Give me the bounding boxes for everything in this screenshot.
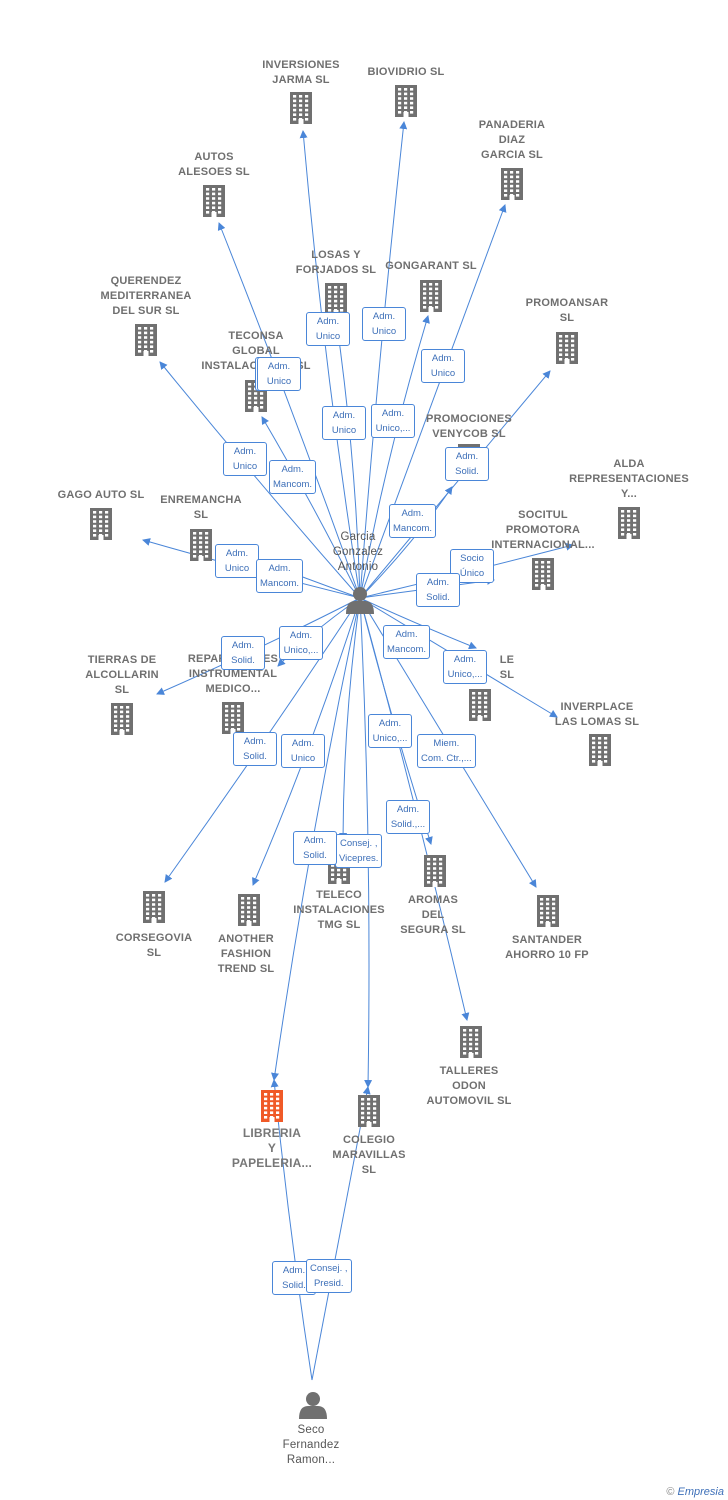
building-icon[interactable] [424,855,446,887]
edge-label-garcia-gongarant[interactable]: Adm. Unico,... [371,404,415,438]
edge-garcia-autos [217,222,361,599]
building-icon[interactable] [358,1095,380,1127]
edge-label-garcia-socitul[interactable]: Socio Único [450,549,494,583]
footer-brand: © Empresia [666,1486,724,1498]
node-label-biovidrio[interactable]: BIOVIDRIO SL [367,66,445,78]
node-label-seco[interactable]: Seco Fernandez Ramon... [282,1424,340,1466]
node-label-tierras[interactable]: TIERRAS DE ALCOLLARIN SL [85,654,159,696]
edge-garcia-venycob [359,486,453,599]
building-icon[interactable] [135,324,157,356]
building-icon[interactable] [501,168,523,200]
node-label-inverplace[interactable]: INVERPLACE LAS LOMAS SL [554,701,640,728]
node-label-panaderia[interactable]: PANADERIA DIAZ GARCIA SL [478,119,546,161]
node-label-venycob[interactable]: PROMOCIONES VENYCOB SL [426,413,512,440]
edge-label-garcia-corsegovia[interactable]: Adm. Solid. [233,732,277,766]
node-label-enremancha[interactable]: ENREMANCHA SL [160,494,242,521]
edge-label-garcia-talleres[interactable]: Adm. Solid.,... [386,800,430,834]
building-icon[interactable] [589,734,611,766]
edge-garcia-teconsa [261,416,361,599]
building-icon[interactable] [203,185,225,217]
building-icon[interactable] [222,702,244,734]
node-label-socitul[interactable]: SOCITUL PROMOTORA INTERNACIONAL... [491,509,595,551]
node-label-santander[interactable]: SANTANDER AHORRO 10 FP [505,934,589,961]
node-label-promoansar[interactable]: PROMOANSAR SL [525,297,609,324]
edge-label-garcia-teconsa[interactable]: Adm. Mancom. [269,460,317,494]
edge-label-garcia-promoansar[interactable]: Adm. Mancom. [389,504,437,538]
edge-label-garcia-querendez[interactable]: Adm. Unico [257,357,301,391]
building-icon[interactable] [420,280,442,312]
node-label-alda[interactable]: ALDA REPRESENTACIONES Y... [569,458,689,500]
edge-garcia-losas [333,317,361,599]
node-label-querendez[interactable]: QUERENDEZ MEDITERRANEA DEL SUR SL [100,275,192,317]
node-label-xle[interactable]: LE SL [499,654,515,681]
building-icon[interactable] [90,508,112,540]
building-icon[interactable] [395,85,417,117]
building-icon[interactable] [325,283,347,315]
node-label-libreria[interactable]: LIBRERIA Y PAPELERIA... [231,1126,313,1170]
building-icon[interactable] [261,1090,283,1122]
edge-label-garcia-panaderia[interactable]: Adm. Unico [421,349,465,383]
node-label-talleres[interactable]: TALLERES ODON AUTOMOVIL SL [426,1065,512,1107]
edge-label-garcia-teleco[interactable]: Adm. Unico [322,406,366,440]
edge-label-garcia-tierras[interactable]: Adm. Solid. [221,636,265,670]
node-label-inversiones[interactable]: INVERSIONES JARMA SL [262,59,340,86]
node-label-aromas[interactable]: AROMAS DEL SEGURA SL [400,894,466,936]
building-icon[interactable] [618,507,640,539]
building-icon[interactable] [190,529,212,561]
edge-garcia-promoansar [359,370,551,599]
node-label-garcia[interactable]: Garcia Gonzalez Antonio [332,531,384,573]
brand-name[interactable]: Empresia [677,1486,724,1498]
building-icon[interactable] [537,895,559,927]
edge-label-garcia-enremancha[interactable]: Adm. Mancom. [256,559,304,593]
edge-label-garcia-santander[interactable]: Miem. Com. Ctr.,... [417,734,476,768]
building-icon[interactable] [469,689,491,721]
edge-label-garcia-another[interactable]: Adm. Unico [281,734,325,768]
edge-label-garcia-inverplace[interactable]: Adm. Mancom. [383,625,431,659]
edge-label-garcia-venycob[interactable]: Adm. Solid. [445,447,489,481]
building-icon[interactable] [532,558,554,590]
node-label-teleco[interactable]: TELECO INSTALACIONES TMG SL [293,889,385,931]
edge-garcia-xle [359,597,477,650]
edge-seco-libreria [270,1079,313,1381]
edge-label-garcia-losas[interactable]: Adm. Unico [306,312,350,346]
edge-label-garcia-aromas[interactable]: Adm. Unico,... [368,714,412,748]
edge-label-garcia-colegio[interactable]: Consej. , Vicepres. [335,834,383,868]
person-icon[interactable] [299,1392,327,1419]
node-label-another[interactable]: ANOTHER FASHION TREND SL [217,933,275,975]
building-icon[interactable] [238,894,260,926]
node-label-autos[interactable]: AUTOS ALESOES SL [178,151,250,178]
node-label-colegio[interactable]: COLEGIO MARAVILLAS SL [332,1134,406,1176]
building-icon[interactable] [143,891,165,923]
edge-label-garcia-gago[interactable]: Adm. Unico [215,544,259,578]
node-label-corsegovia[interactable]: CORSEGOVIA SL [115,932,193,959]
building-icon[interactable] [460,1026,482,1058]
edge-garcia-inversiones [299,130,361,599]
edge-label-seco-colegio[interactable]: Consej. , Presid. [306,1259,352,1293]
edge-garcia-teleco [339,597,361,841]
edge-label-garcia-libreria[interactable]: Adm. Solid. [293,831,337,865]
edge-garcia-querendez [159,361,361,599]
node-label-gago[interactable]: GAGO AUTO SL [57,489,145,501]
building-icon[interactable] [290,92,312,124]
building-icon[interactable] [556,332,578,364]
person-icon[interactable] [346,587,374,614]
edge-label-garcia-alda[interactable]: Adm. Solid. [416,573,460,607]
copyright-symbol: © [666,1486,675,1498]
edge-garcia-panaderia [359,204,507,599]
edge-garcia-biovidrio [359,121,408,599]
edge-label-garcia-biovidrio[interactable]: Adm. Unico [362,307,406,341]
edge-label-garcia-autos[interactable]: Adm. Unico [223,442,267,476]
edge-label-garcia-xle[interactable]: Adm. Unico,... [443,650,487,684]
node-label-losas[interactable]: LOSAS Y FORJADOS SL [295,249,377,276]
node-label-gongarant[interactable]: GONGARANT SL [385,260,477,272]
edge-label-garcia-reparaciones[interactable]: Adm. Unico,... [279,626,323,660]
edge-garcia-gongarant [359,315,430,599]
building-icon[interactable] [111,703,133,735]
